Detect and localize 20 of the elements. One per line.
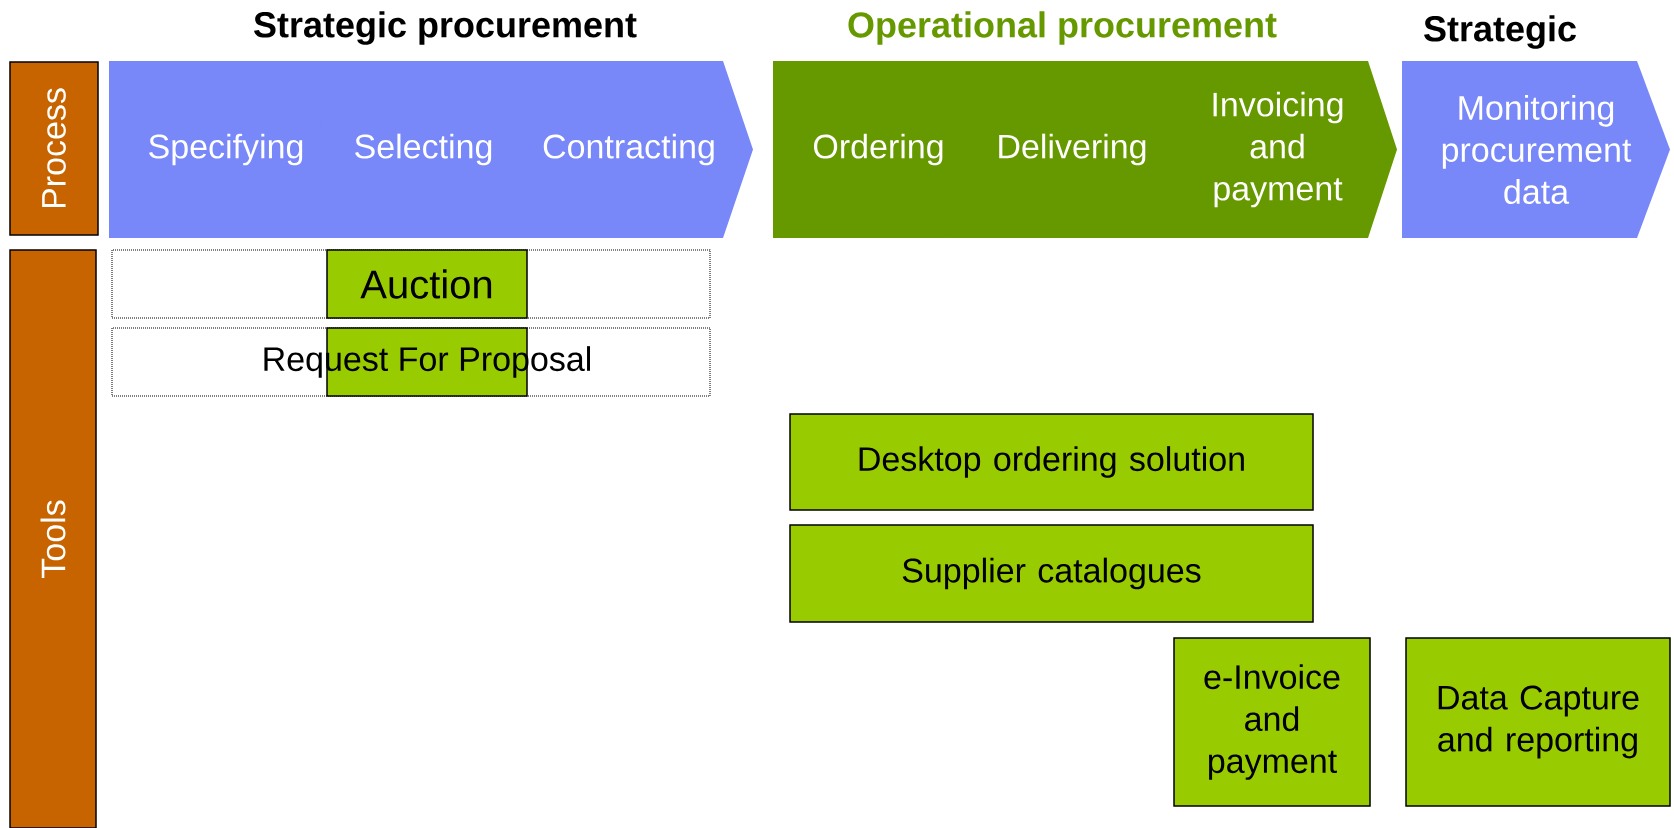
process-step-box: Ordering — [773, 61, 984, 238]
tool-box: Data Capture and reporting — [1405, 637, 1671, 807]
tool-box: Desktop ordering solution — [789, 413, 1314, 511]
tool-box: Auction — [326, 249, 528, 319]
side-label-bar: Process — [9, 61, 99, 236]
phase-heading: Strategic procurement — [254, 11, 637, 45]
node-label: Delivering — [999, 133, 1146, 166]
node-label: Specifying — [149, 133, 303, 166]
tool-box: Supplier catalogues — [789, 524, 1314, 623]
node-label: Invoicing and payment — [1213, 91, 1343, 208]
phase-heading: Operational procurement — [848, 11, 1277, 45]
side-label-bar: Tools — [9, 249, 97, 828]
node-label: Selecting — [355, 133, 492, 166]
process-step-box: Contracting — [505, 61, 753, 238]
node-label: Ordering — [813, 133, 943, 166]
process-step-box: Invoicing and payment — [1158, 61, 1397, 238]
process-step-box: Delivering — [950, 61, 1194, 238]
tool-box: e-Invoice and payment — [1173, 637, 1371, 807]
phase-heading: Strategic — [1424, 15, 1576, 49]
process-step-box: Monitoring procurement data — [1402, 61, 1670, 238]
